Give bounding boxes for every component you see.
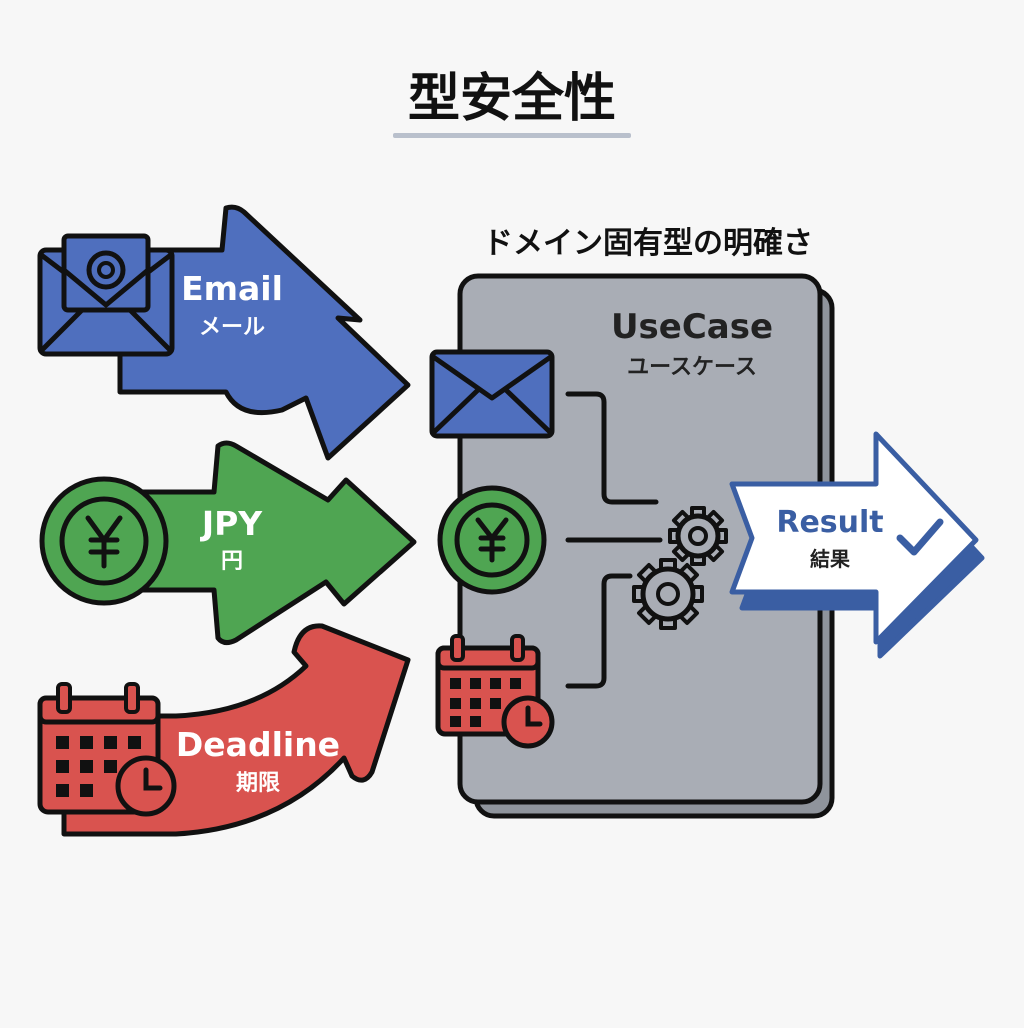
inner-yen-coin-icon bbox=[437, 485, 547, 595]
gear-icon-large bbox=[632, 558, 704, 630]
deadline-sublabel: 期限 bbox=[236, 771, 280, 796]
email-arrow bbox=[117, 204, 411, 461]
jpy-sublabel: 円 bbox=[221, 549, 243, 574]
gear-icon bbox=[668, 506, 728, 566]
envelope-at-icon bbox=[37, 233, 175, 357]
email-sublabel: メール bbox=[199, 315, 265, 340]
inner-calendar-clock-icon bbox=[435, 634, 555, 749]
email-label: Email bbox=[181, 269, 283, 308]
calendar-clock-icon bbox=[37, 682, 177, 817]
yen-coin-icon bbox=[39, 476, 169, 606]
result-arrow bbox=[729, 431, 985, 659]
inner-envelope-icon bbox=[429, 349, 555, 439]
usecase-subtitle: ユースケース bbox=[627, 355, 757, 380]
page-title: 型安全性 bbox=[408, 69, 616, 129]
usecase-title: UseCase bbox=[611, 307, 773, 347]
section-title: ドメイン固有型の明確さ bbox=[483, 226, 813, 261]
connector-lines bbox=[565, 391, 663, 689]
check-icon bbox=[896, 518, 944, 556]
jpy-label: JPY bbox=[200, 504, 263, 543]
jpy-arrow bbox=[107, 440, 417, 646]
title-underline bbox=[393, 133, 631, 138]
deadline-label: Deadline bbox=[176, 725, 340, 764]
result-sublabel: 結果 bbox=[810, 547, 850, 571]
result-label: Result bbox=[776, 505, 883, 540]
